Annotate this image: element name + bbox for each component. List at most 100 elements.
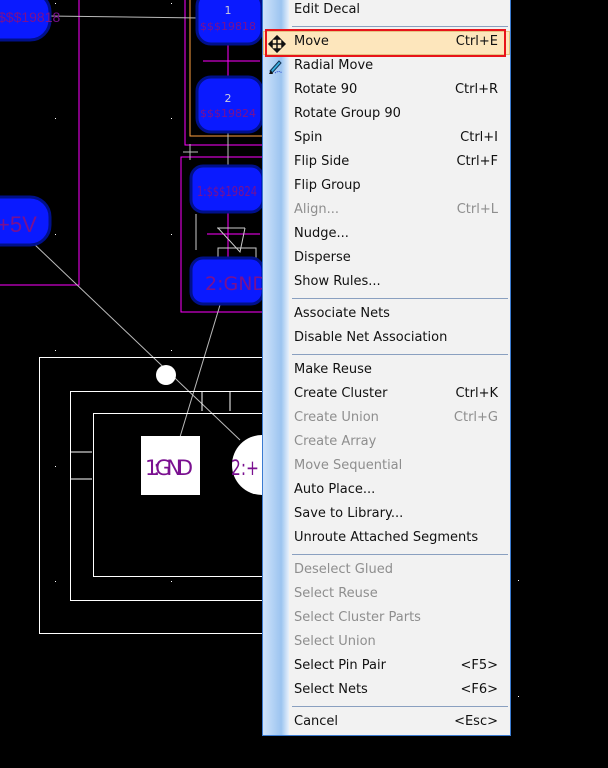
menu-item-label: Flip Side — [294, 154, 350, 169]
menu-item-move[interactable]: Move Ctrl+E — [263, 31, 510, 55]
menu-item-select-reuse: Select Reuse — [263, 583, 510, 607]
svg-text:1:GND: 1:GND — [145, 456, 193, 480]
menu-item-select-pin-pair[interactable]: Select Pin Pair <F5> — [263, 655, 510, 679]
menu-item-shortcut: Ctrl+L — [456, 202, 498, 217]
grid-dots — [55, 3, 519, 697]
menu-item-create-cluster[interactable]: Create Cluster Ctrl+K — [263, 383, 510, 407]
menu-item-save-to-library[interactable]: Save to Library... — [263, 503, 510, 527]
pad-centerlines — [203, 40, 260, 258]
menu-icon-gutter — [263, 0, 289, 735]
menu-item-label: Disable Net Association — [294, 330, 448, 345]
menu-item-flip-side[interactable]: Flip Side Ctrl+F — [263, 151, 510, 175]
menu-item-deselect-glued: Deselect Glued — [263, 559, 510, 583]
svg-text:2:+: 2:+ — [231, 456, 259, 480]
menu-item-label: Select Pin Pair — [294, 658, 386, 673]
menu-item-shortcut: Ctrl+E — [455, 34, 498, 49]
menu-item-disperse[interactable]: Disperse — [263, 247, 510, 271]
menu-item-label: Create Union — [294, 410, 379, 425]
menu-item-shortcut: <Esc> — [454, 714, 498, 729]
menu-item-label: Spin — [294, 130, 323, 145]
component-outline — [0, 0, 80, 286]
svg-text:1: 1 — [225, 4, 232, 17]
component-silkscreen — [39, 357, 294, 634]
menu-item-nudge[interactable]: Nudge... — [263, 223, 510, 247]
menu-item-label: Move — [294, 34, 329, 49]
menu-item-create-union: Create Union Ctrl+G — [263, 407, 510, 431]
pad[interactable]: 1:$$$19824 — [189, 164, 265, 214]
svg-text:1:$$$19824: 1:$$$19824 — [197, 185, 257, 200]
menu-item-shortcut: Ctrl+F — [456, 154, 498, 169]
menu-item-label: Rotate Group 90 — [294, 106, 401, 121]
pad[interactable]: 2:GND — [189, 256, 267, 306]
menu-item-label: Flip Group — [294, 178, 361, 193]
menu-item-label: Move Sequential — [294, 458, 403, 473]
pad[interactable]: 1:GND — [141, 436, 200, 495]
menu-separator — [292, 26, 508, 27]
pin1-marker — [156, 365, 176, 385]
menu-item-radial-move[interactable]: Radial Move — [263, 55, 510, 79]
menu-item-align: Align... Ctrl+L — [263, 199, 510, 223]
svg-text:$$$19824: $$$19824 — [200, 107, 256, 120]
svg-text:2: 2 — [225, 92, 232, 105]
menu-item-edit-decal[interactable]: Edit Decal — [263, 0, 510, 23]
menu-item-unroute-attached-segments[interactable]: Unroute Attached Segments — [263, 527, 510, 551]
menu-item-label: Associate Nets — [294, 306, 390, 321]
menu-item-spin[interactable]: Spin Ctrl+I — [263, 127, 510, 151]
svg-text:$$$19818: $$$19818 — [200, 20, 256, 33]
menu-item-make-reuse[interactable]: Make Reuse — [263, 359, 510, 383]
menu-item-label: Align... — [294, 202, 340, 217]
menu-item-show-rules[interactable]: Show Rules... — [263, 271, 510, 295]
menu-item-label: Edit Decal — [294, 2, 361, 17]
menu-item-label: Select Nets — [294, 682, 368, 697]
menu-item-cancel[interactable]: Cancel <Esc> — [263, 711, 510, 735]
menu-item-label: Disperse — [294, 250, 351, 265]
pad[interactable]: 1 $$$19818 — [195, 0, 264, 46]
menu-item-select-union: Select Union — [263, 631, 510, 655]
menu-item-label: Radial Move — [294, 58, 374, 73]
pad[interactable]: +5V — [0, 195, 52, 247]
menu-item-shortcut: Ctrl+I — [460, 130, 498, 145]
menu-item-label: Deselect Glued — [294, 562, 393, 577]
menu-item-shortcut: Ctrl+G — [453, 410, 498, 425]
menu-item-shortcut: Ctrl+K — [455, 386, 498, 401]
menu-item-label: Auto Place... — [294, 482, 376, 497]
menu-item-flip-group[interactable]: Flip Group — [263, 175, 510, 199]
menu-item-shortcut: <F5> — [460, 658, 498, 673]
menu-item-label: Make Reuse — [294, 362, 372, 377]
menu-separator — [292, 354, 508, 355]
menu-item-label: Rotate 90 — [294, 82, 358, 97]
menu-separator — [292, 554, 508, 555]
highlight-annotation-box — [265, 29, 506, 57]
menu-item-shortcut: <F6> — [460, 682, 498, 697]
svg-text:+5V: +5V — [0, 212, 37, 237]
menu-item-label: Show Rules... — [294, 274, 381, 289]
menu-item-label: Create Cluster — [294, 386, 388, 401]
menu-item-associate-nets[interactable]: Associate Nets — [263, 303, 510, 327]
menu-item-move-sequential: Move Sequential — [263, 455, 510, 479]
pad[interactable]: 2 $$$19824 — [195, 75, 264, 134]
menu-item-label: Cancel — [294, 714, 339, 729]
menu-separator — [292, 706, 508, 707]
svg-text:$$$19818: $$$19818 — [0, 9, 61, 25]
radial-move-icon — [269, 60, 283, 74]
menu-item-auto-place[interactable]: Auto Place... — [263, 479, 510, 503]
menu-item-shortcut: Ctrl+R — [454, 82, 498, 97]
svg-text:2:GND: 2:GND — [205, 273, 267, 295]
pad[interactable]: $$$19818 — [0, 0, 61, 42]
menu-item-label: Select Cluster Parts — [294, 610, 421, 625]
ratsnest-lines — [32, 15, 241, 441]
menu-item-label: Select Reuse — [294, 586, 378, 601]
menu-item-select-nets[interactable]: Select Nets <F6> — [263, 679, 510, 703]
menu-item-label: Create Array — [294, 434, 377, 449]
menu-separator — [292, 298, 508, 299]
menu-item-rotate-90[interactable]: Rotate 90 Ctrl+R — [263, 79, 510, 103]
move-arrows-icon — [268, 35, 286, 53]
menu-item-label: Unroute Attached Segments — [294, 530, 479, 545]
menu-item-disable-net-association[interactable]: Disable Net Association — [263, 327, 510, 351]
menu-item-select-cluster-parts: Select Cluster Parts — [263, 607, 510, 631]
menu-item-label: Nudge... — [294, 226, 349, 241]
menu-item-rotate-group-90[interactable]: Rotate Group 90 — [263, 103, 510, 127]
menu-item-label: Select Union — [294, 634, 376, 649]
